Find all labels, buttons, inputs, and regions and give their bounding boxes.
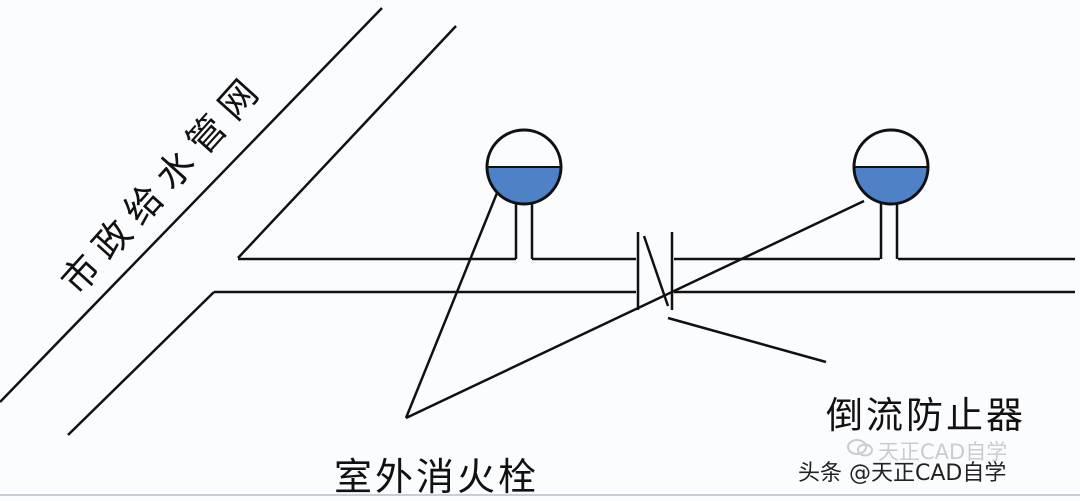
backflow-preventer-symbol xyxy=(636,232,674,310)
fire-hydrant-1 xyxy=(485,128,563,259)
watermark-logo-icon xyxy=(847,439,873,457)
main-pipe-outer-line xyxy=(0,7,383,403)
hydrant-leader-line-1 xyxy=(404,192,499,419)
hydrant-label: 室外消火栓 xyxy=(334,455,540,499)
watermark-secondary: 天正CAD自学 xyxy=(878,440,1008,464)
main-pipe-inner-line xyxy=(67,291,215,436)
hydrant-leader-line-2 xyxy=(405,199,865,420)
fire-hydrant-2 xyxy=(852,128,930,259)
backflow-preventer-label: 倒流防止器 xyxy=(826,394,1026,437)
main-pipe-inner-line-upper xyxy=(237,25,457,259)
preventer-leader-line xyxy=(667,316,827,364)
watermark-primary: 头条 @天正CAD自学 xyxy=(798,461,1007,486)
